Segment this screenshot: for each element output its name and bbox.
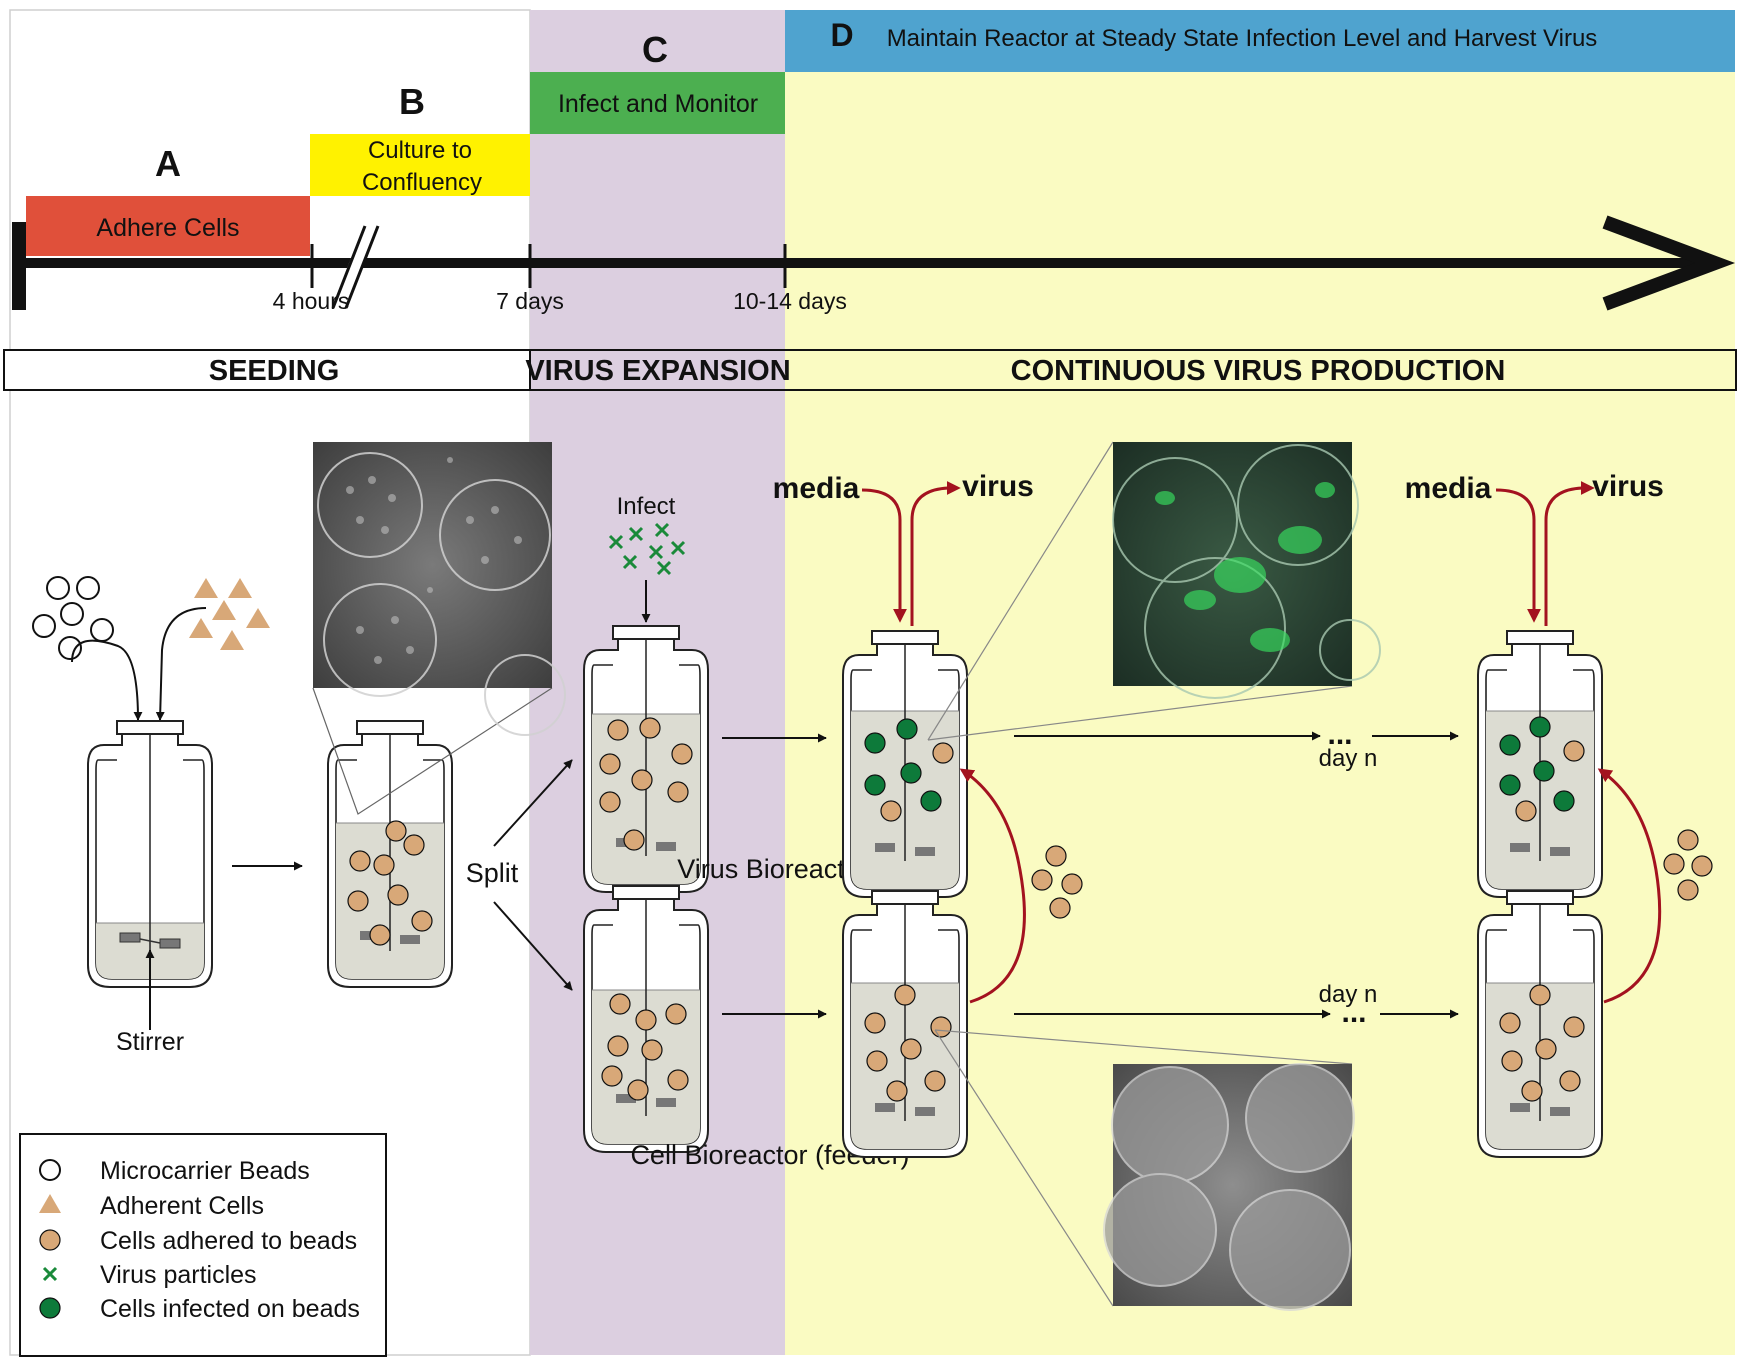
infect-monitor-label: Infect and Monitor — [558, 90, 758, 118]
break-mark-2 — [344, 225, 380, 309]
zoom-line-gray-a — [934, 1029, 1353, 1065]
legend-adhered-icon — [39, 1229, 61, 1251]
split-label: Split — [466, 858, 519, 888]
zoom-lines-1 — [312, 687, 553, 815]
media-label-2: media — [1405, 472, 1492, 505]
legend-item-beads: Microcarrier Beads — [100, 1157, 310, 1185]
timeline-start-cap — [12, 222, 26, 310]
production-virus-jar-n — [1477, 630, 1603, 898]
production-cell-jar-n — [1477, 890, 1603, 1158]
break-gap — [332, 223, 378, 311]
legend-item-infected: Cells infected on beads — [100, 1295, 360, 1323]
maintain-bar — [785, 10, 1735, 72]
legend: Microcarrier Beads Adherent Cells Cells … — [19, 1133, 387, 1357]
expansion-cell-jar — [583, 885, 709, 1153]
production-virus-jar-1 — [842, 630, 968, 898]
split-arrow-up — [493, 759, 573, 847]
infect-monitor-bar — [530, 72, 785, 134]
legend-item-virus: Virus particles — [100, 1261, 257, 1289]
infect-label: Infect — [617, 493, 676, 520]
virus-bioreactor-label: Virus Bioreactor — [677, 854, 869, 884]
legend-bead-icon — [39, 1159, 61, 1181]
day-n-top: day n — [1319, 745, 1378, 772]
culture-label-line1: Culture to — [368, 137, 472, 164]
production-cell-jar-1 — [842, 890, 968, 1158]
culture-label-line2: Confluency — [362, 169, 482, 196]
feed-arrow-2 — [1597, 768, 1662, 1004]
stage-expansion: VIRUS EXPANSION — [525, 355, 790, 387]
stage-seeding: SEEDING — [209, 355, 340, 387]
media-in-arrow-1 — [861, 488, 907, 623]
zoom-line-green-b — [927, 685, 1353, 741]
virus-out-arrow-1 — [910, 481, 961, 626]
tick-label-4-hours: 4 hours — [273, 288, 350, 314]
feed-arrow-1 — [959, 768, 1026, 1004]
feed-cells-2 — [1663, 829, 1713, 901]
seeding-jar — [87, 720, 213, 988]
phase-c-letter: C — [642, 29, 668, 70]
legend-virus-icon — [42, 1266, 58, 1282]
legend-item-adhered: Cells adhered to beads — [100, 1227, 357, 1255]
media-in-arrow-2 — [1495, 488, 1541, 623]
zoom-line-gray-b — [934, 1029, 1114, 1307]
culture-jar — [327, 720, 453, 988]
culture-bar — [310, 134, 530, 196]
ellipsis-top: ... — [1327, 718, 1352, 751]
feed-cells-1 — [1031, 845, 1083, 919]
timeline-arrowhead — [1602, 215, 1736, 311]
maintain-label: Maintain Reactor at Steady State Infecti… — [887, 25, 1598, 52]
stage-production: CONTINUOUS VIRUS PRODUCTION — [1011, 355, 1506, 387]
phase-a-letter: A — [155, 143, 181, 184]
seeding-band-cell — [3, 349, 531, 391]
micrograph-uninfected-beads — [1103, 1063, 1355, 1311]
microcarrier-beads-input — [32, 576, 114, 660]
stirrer-label: Stirrer — [116, 1028, 184, 1056]
virus-particles-input — [608, 522, 686, 576]
virus-out-arrow-2 — [1544, 481, 1595, 626]
zoom-line-green-a — [927, 441, 1114, 741]
timeline: 4 hours 7 days 10-14 days — [12, 215, 1736, 314]
adhere-cells-bar — [26, 196, 310, 256]
micrograph-infected-beads — [1112, 442, 1381, 699]
media-label-1: media — [773, 472, 860, 505]
adhere-cells-label: Adhere Cells — [96, 214, 239, 242]
phase-b-letter: B — [399, 81, 425, 122]
legend-cell-icon — [39, 1194, 61, 1213]
split-arrow-down — [493, 901, 573, 991]
break-mark-1 — [331, 225, 367, 309]
adherent-cells-input — [189, 578, 270, 650]
legend-infected-icon — [39, 1297, 61, 1319]
virus-label-1: virus — [962, 470, 1034, 503]
cells-to-jar-arrow — [155, 607, 207, 721]
legend-box — [19, 1133, 387, 1357]
phase-d-letter: D — [830, 17, 853, 53]
tick-label-7-days: 7 days — [496, 288, 564, 314]
virus-label-2: virus — [1592, 470, 1664, 503]
expansion-virus-jar — [583, 625, 709, 893]
tick-label-10-14-days: 10-14 days — [733, 288, 847, 314]
micrograph-beads-confluent — [313, 442, 566, 736]
day-n-bottom: day n — [1319, 981, 1378, 1008]
ellipsis-bottom: ... — [1341, 996, 1366, 1029]
beads-to-jar-arrow — [71, 639, 143, 721]
legend-item-adherent: Adherent Cells — [100, 1192, 264, 1220]
